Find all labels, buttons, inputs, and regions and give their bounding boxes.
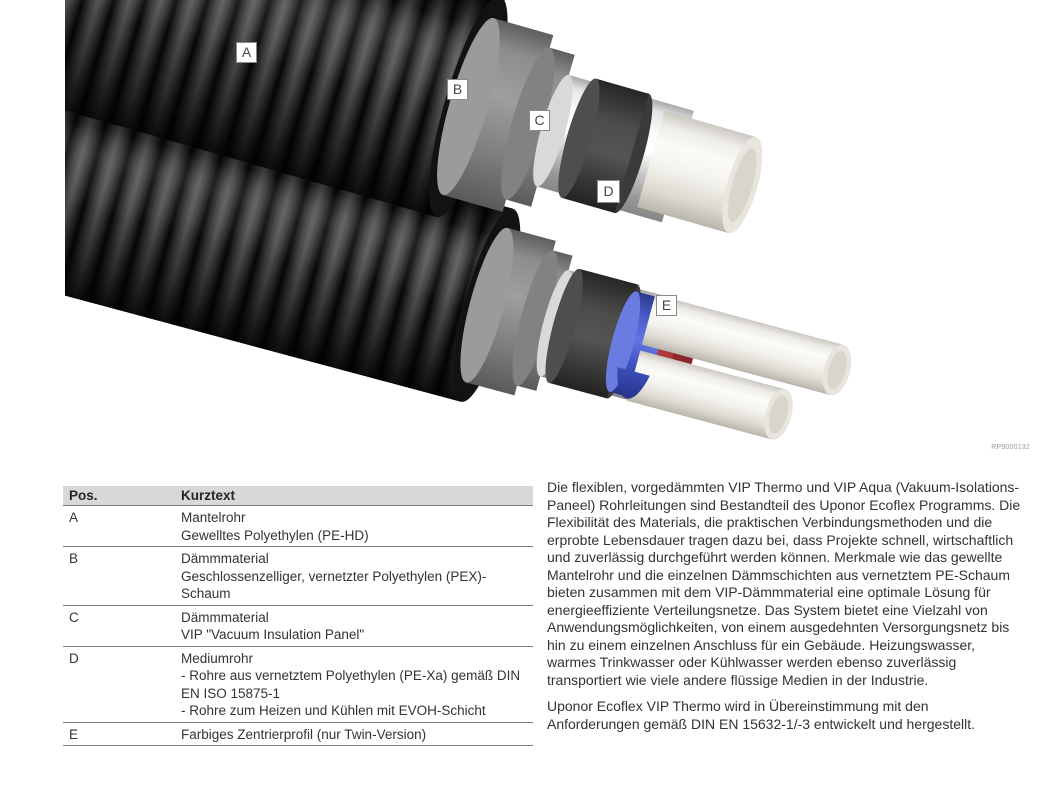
row-line: Dämmmaterial	[181, 609, 269, 625]
row-kurztext: Farbiges Zentrierprofil (nur Twin-Versio…	[181, 726, 533, 744]
table-row: E Farbiges Zentrierprofil (nur Twin-Vers…	[63, 723, 533, 746]
row-line: Farbiges Zentrierprofil (nur Twin-Versio…	[181, 726, 427, 742]
medium-pipe-single	[637, 110, 763, 234]
vip-dark-ring-upper	[558, 78, 653, 214]
row-line: Dämmmaterial	[181, 551, 269, 566]
label-d: D	[597, 180, 620, 203]
table-row: A Mantelrohr Gewelltes Polyethylen (PE-H…	[63, 506, 533, 547]
description-paragraph: Uponor Ecoflex VIP Thermo wird in Überei…	[547, 698, 976, 732]
description-paragraph: Die flexiblen, vorgedämmten VIP Thermo u…	[547, 479, 1021, 688]
table-row: D Mediumrohr - Rohre aus vernetztem Poly…	[63, 647, 533, 723]
row-line: Geschlossenzelliger, vernetzter Polyethy…	[181, 568, 487, 602]
parts-table: Pos. Kurztext A Mantelrohr Gewelltes Pol…	[63, 486, 533, 746]
pipe-cutaway-figure: A B C D E RP9000132	[65, 0, 1030, 451]
row-pos: C	[69, 609, 79, 625]
header-kurztext: Kurztext	[181, 488, 236, 503]
row-kurztext: Mantelrohr Gewelltes Polyethylen (PE-HD)	[181, 509, 533, 544]
description-column: Die flexiblen, vorgedämmten VIP Thermo u…	[547, 479, 1021, 733]
row-line: - Rohre aus vernetztem Polyethylen (PE-X…	[181, 668, 521, 701]
centering-profile-front-arc	[617, 365, 661, 399]
row-line: Mediumrohr	[181, 650, 254, 666]
row-kurztext: Dämmmaterial VIP "Vacuum Insulation Pane…	[181, 609, 533, 644]
medium-pipe-twin-upper	[641, 294, 852, 396]
label-c: C	[529, 110, 550, 131]
row-line: Gewelltes Polyethylen (PE-HD)	[181, 527, 369, 543]
label-e: E	[656, 295, 677, 316]
row-pos: D	[69, 650, 79, 666]
pipe-cutaway-illustration	[65, 0, 852, 440]
header-pos: Pos.	[69, 488, 98, 503]
row-line: - Rohre zum Heizen und Kühlen mit EVOH-S…	[181, 703, 486, 718]
row-line: Mantelrohr	[181, 510, 246, 525]
table-row: B Dämmmaterial Geschlossenzelliger, vern…	[63, 547, 533, 606]
lower-twin-pipe	[65, 72, 852, 440]
row-line: VIP "Vacuum Insulation Panel"	[181, 627, 365, 642]
label-b: B	[447, 79, 468, 100]
upper-single-pipe	[65, 0, 763, 234]
row-kurztext: Mediumrohr - Rohre aus vernetztem Polyet…	[181, 650, 533, 720]
row-pos: B	[69, 551, 79, 566]
label-a: A	[236, 42, 257, 63]
figure-reference-code: RP9000132	[991, 444, 1030, 451]
table-row: C Dämmmaterial VIP "Vacuum Insulation Pa…	[63, 606, 533, 647]
medium-pipe-twin-lower	[626, 350, 793, 440]
row-pos: A	[69, 510, 79, 525]
row-kurztext: Dämmmaterial Geschlossenzelliger, vernet…	[181, 550, 533, 603]
parts-table-header: Pos. Kurztext	[63, 486, 533, 506]
row-pos: E	[69, 726, 79, 742]
